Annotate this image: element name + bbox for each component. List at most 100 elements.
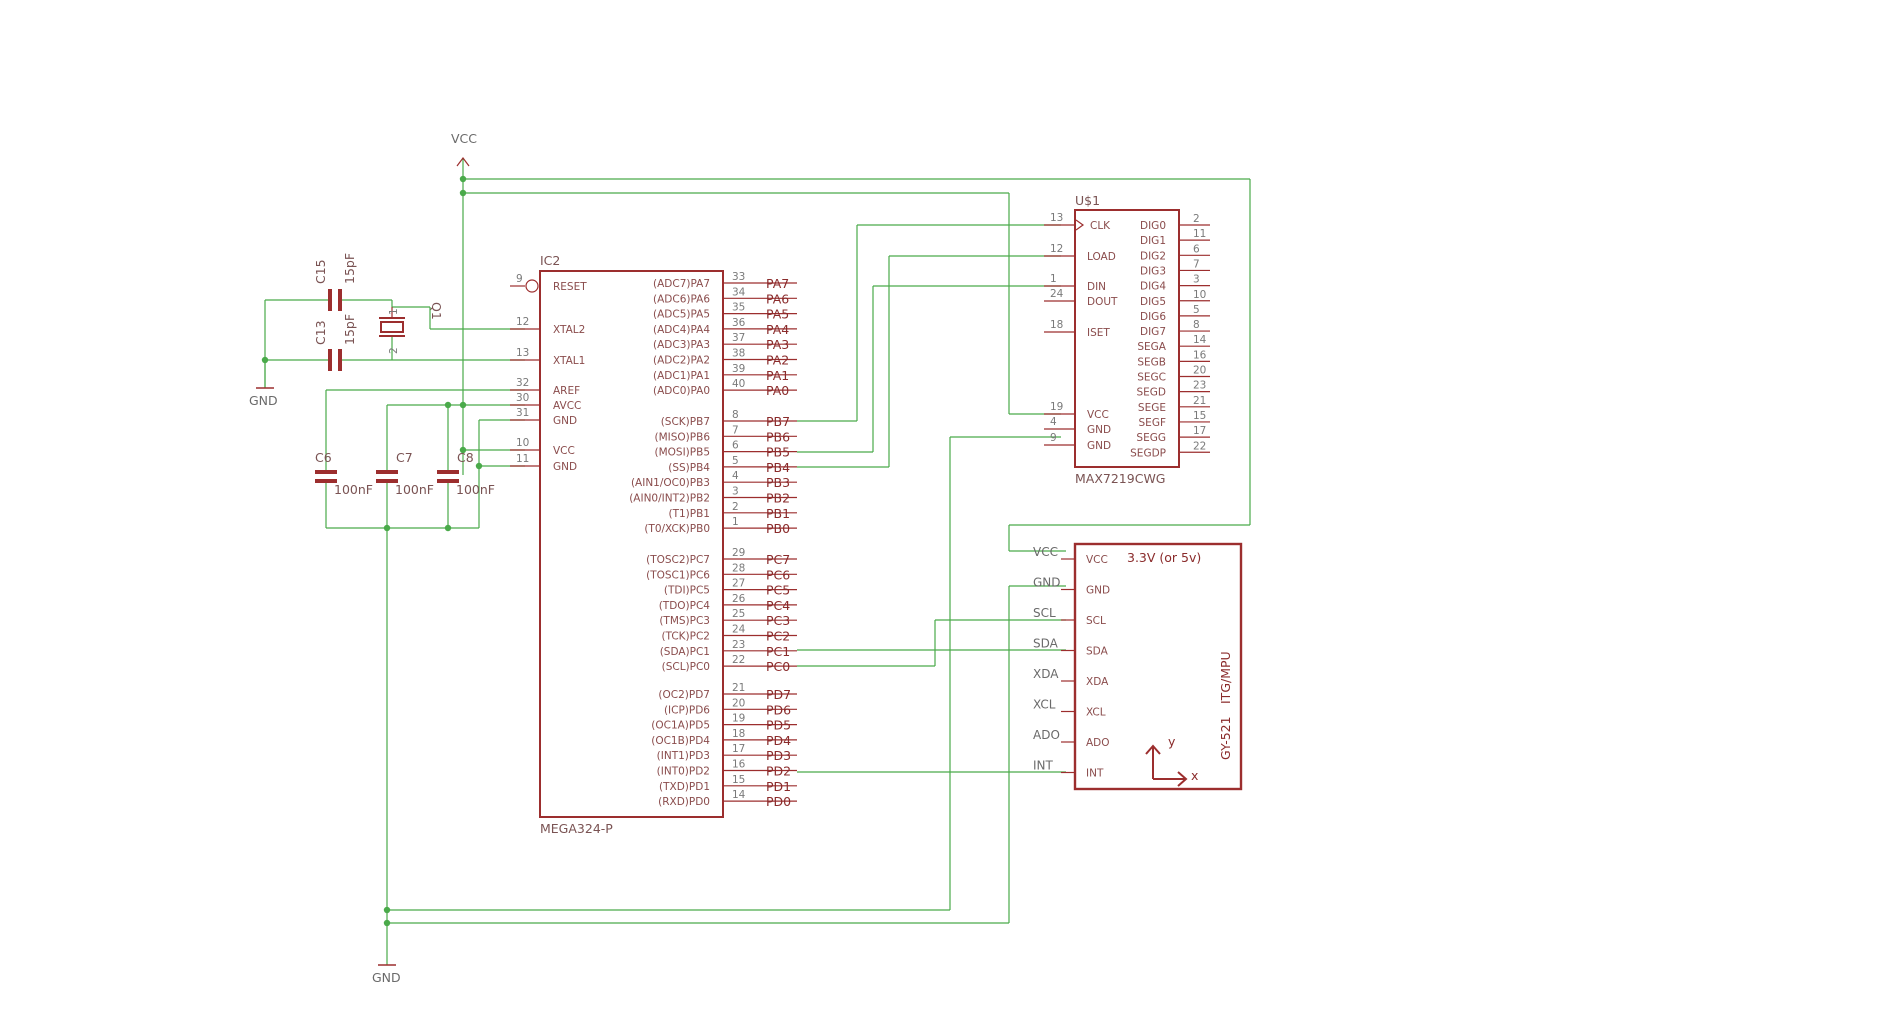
port-label: PD7 xyxy=(766,687,791,702)
pin-number: 22 xyxy=(732,654,745,666)
pin-number: 34 xyxy=(732,286,746,298)
c6-name: C6 xyxy=(315,450,332,465)
pin-function: (TDO)PC4 xyxy=(659,600,711,612)
pin-function: (RXD)PD0 xyxy=(658,796,710,808)
c7-value: 100nF xyxy=(395,482,434,497)
mcu-left-pins: 9RESET12XTAL213XTAL132AREF30AVCC31GND10V… xyxy=(510,273,587,473)
pin-number: 39 xyxy=(732,363,745,375)
pin-number: 2 xyxy=(732,501,739,513)
port-label: PD4 xyxy=(766,733,791,748)
driver-right-pins: DIG02DIG111DIG26DIG37DIG43DIG510DIG65DIG… xyxy=(1130,213,1210,459)
pin-label: CLK xyxy=(1090,220,1111,232)
pin-number: 6 xyxy=(1193,243,1200,255)
mcu-right-pin: (TCK)PC2 24 PC2 xyxy=(661,624,797,644)
pin-function: (ADC7)PA7 xyxy=(653,278,710,290)
pin-function: (ADC2)PA2 xyxy=(653,355,710,367)
pin-number: 15 xyxy=(732,774,745,786)
pin-label: SCL xyxy=(1086,615,1106,627)
pin-label: XDA xyxy=(1086,676,1109,688)
pin-number: 31 xyxy=(516,407,529,419)
c15-name: C15 xyxy=(313,259,328,284)
port-label: PD6 xyxy=(766,702,791,717)
pin-number: 24 xyxy=(732,624,746,636)
sensor-pins: VCCVCCGNDGNDSCLSCLSDASDAXDAXDAXCLXCLADOA… xyxy=(1033,545,1110,780)
pin-number: 10 xyxy=(1193,289,1206,301)
pin-number: 11 xyxy=(516,453,529,465)
pin-function: (TXD)PD1 xyxy=(659,781,710,793)
gnd-bottom-label: GND xyxy=(372,970,401,985)
mcu-ic2: IC2 MEGA324-P 9RESET12XTAL213XTAL132AREF… xyxy=(510,253,797,836)
pin-number: 28 xyxy=(732,562,745,574)
pin-number: 13 xyxy=(516,347,529,359)
driver-ref: U$1 xyxy=(1075,193,1100,208)
port-label: PD5 xyxy=(766,718,791,733)
pin-number: 26 xyxy=(732,593,746,605)
q1-name: Q1 xyxy=(429,302,444,320)
pin-function: (ADC1)PA1 xyxy=(653,370,710,382)
pin-label: AREF xyxy=(553,385,580,397)
port-label: PA1 xyxy=(766,368,789,383)
gnd-symbol-bottom: GND xyxy=(372,964,401,985)
port-label: PB0 xyxy=(766,521,790,536)
pin-number: 23 xyxy=(1193,380,1206,392)
pin-function: (INT0)PD2 xyxy=(657,766,710,778)
pin-function: (TCK)PC2 xyxy=(661,631,710,643)
pin-number: 4 xyxy=(732,470,739,482)
port-label: PC2 xyxy=(766,629,790,644)
pin-function: (ICP)PD6 xyxy=(664,704,710,716)
pin-number: 10 xyxy=(516,437,529,449)
pin-function: (T1)PB1 xyxy=(668,508,710,520)
sensor-title: 3.3V (or 5v) xyxy=(1127,550,1201,565)
driver-max7219: U$1 MAX7219CWG 13CLK12LOAD1DIN24DOUT18IS… xyxy=(1044,193,1210,486)
pin-label: DIN xyxy=(1087,281,1106,293)
pin-number: 11 xyxy=(1193,228,1206,240)
pin-function: (OC2)PD7 xyxy=(658,689,710,701)
pin-number: 16 xyxy=(732,759,746,771)
pin-label: GND xyxy=(1087,440,1111,452)
pin-number: 6 xyxy=(732,440,739,452)
pin-function: (TOSC1)PC6 xyxy=(646,569,710,581)
net-label: SDA xyxy=(1033,637,1059,651)
pin-number: 17 xyxy=(1193,425,1206,437)
pin-number: 37 xyxy=(732,332,745,344)
port-label: PC6 xyxy=(766,567,790,582)
net-label: XDA xyxy=(1033,667,1059,681)
pin-label: LOAD xyxy=(1087,251,1116,263)
pin-label: GND xyxy=(1086,585,1110,597)
pin-number: 14 xyxy=(732,789,746,801)
capacitor-c8: C8 100nF xyxy=(437,450,495,497)
pin-number: 20 xyxy=(732,697,745,709)
pin-label: XCL xyxy=(1086,707,1106,719)
pin-label: VCC xyxy=(1087,409,1109,421)
pin-label: GND xyxy=(553,415,577,427)
pin-number: 29 xyxy=(732,547,745,559)
port-label: PB6 xyxy=(766,429,790,444)
port-label: PC0 xyxy=(766,659,790,674)
pin-function: (INT1)PD3 xyxy=(657,750,710,762)
pin-function: (AIN1/OC0)PB3 xyxy=(631,477,710,489)
pin-label: DOUT xyxy=(1087,296,1118,308)
pin-label: RESET xyxy=(553,281,587,293)
